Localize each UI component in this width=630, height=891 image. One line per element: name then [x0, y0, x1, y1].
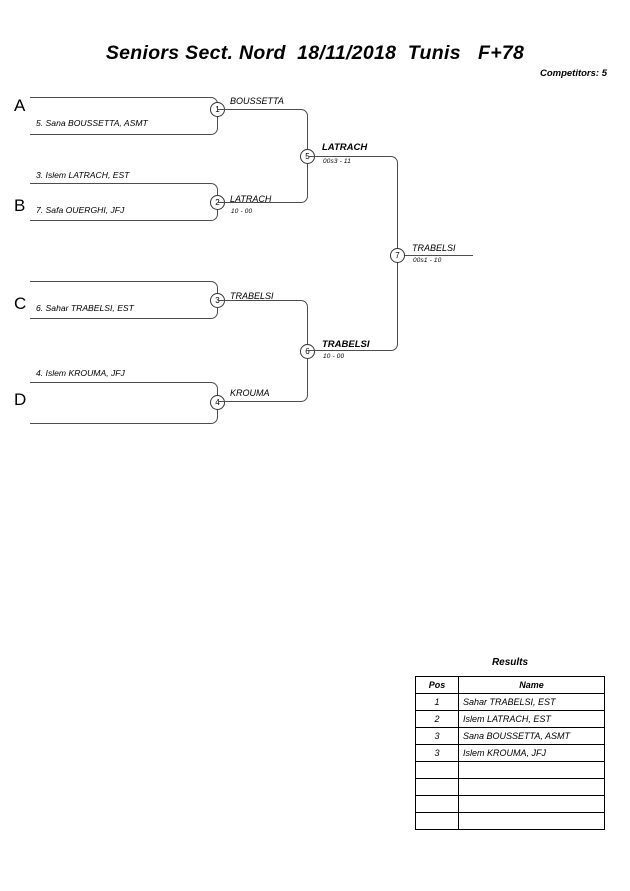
group-letter-d: D — [14, 390, 27, 409]
result-name — [458, 812, 605, 830]
match-2-score: 10 - 00 — [231, 208, 253, 215]
table-row — [415, 812, 605, 830]
table-row: 3 Islem KROUMA, JFJ — [415, 744, 605, 762]
semifinal-6-connector — [218, 300, 308, 402]
result-pos — [415, 778, 459, 796]
result-name — [458, 761, 605, 779]
results-header-row: Pos Name — [415, 676, 605, 694]
result-name: Sana BOUSSETTA, ASMT — [458, 727, 605, 745]
table-row — [415, 795, 605, 813]
match-5-score: 00s3 - 11 — [323, 158, 351, 165]
table-row: 3 Sana BOUSSETTA, ASMT — [415, 727, 605, 745]
table-row — [415, 761, 605, 779]
group-d-connector — [30, 382, 218, 424]
result-name — [458, 795, 605, 813]
match-5-winner: LATRACH — [322, 142, 368, 153]
group-letter-a: A — [14, 96, 26, 115]
match-4-winner: KROUMA — [230, 388, 270, 398]
group-b-connector — [30, 183, 218, 221]
group-letter-b: B — [14, 196, 26, 215]
result-name — [458, 778, 605, 796]
match-1-winner: BOUSSETTA — [230, 96, 284, 106]
group-c-connector — [30, 281, 218, 319]
result-name: Sahar TRABELSI, EST — [458, 693, 605, 711]
final-winner-line — [405, 255, 473, 256]
match-2-winner: LATRACH — [230, 194, 272, 204]
results-body: 1 Sahar TRABELSI, EST 2 Islem LATRACH, E… — [415, 693, 605, 830]
semifinal-5-connector — [218, 109, 308, 203]
results-title: Results — [491, 657, 529, 668]
player-b-1: 7. Safa OUERGHI, JFJ — [36, 205, 125, 215]
match-6-score: 10 - 00 — [323, 353, 345, 360]
result-pos: 3 — [415, 727, 459, 745]
match-node-7[interactable]: 7 — [390, 248, 405, 263]
match-6-winner: TRABELSI — [322, 339, 370, 350]
player-a-1: 5. Sana BOUSSETTA, ASMT — [36, 118, 148, 128]
result-name: Islem KROUMA, JFJ — [458, 744, 605, 762]
page-title: Seniors Sect. Nord 18/11/2018 Tunis F+78 — [105, 42, 525, 64]
result-pos — [415, 761, 459, 779]
results-table: Pos Name 1 Sahar TRABELSI, EST 2 Islem L… — [415, 676, 605, 830]
table-row: 1 Sahar TRABELSI, EST — [415, 693, 605, 711]
match-7-winner: TRABELSI — [412, 243, 456, 253]
player-c-1: 6. Sahar TRABELSI, EST — [36, 303, 134, 313]
final-connector — [308, 156, 398, 351]
group-a-connector — [30, 97, 218, 135]
table-row: 2 Islem LATRACH, EST — [415, 710, 605, 728]
result-pos: 2 — [415, 710, 459, 728]
match-3-winner: TRABELSI — [230, 291, 274, 301]
player-d-0: 4. Islem KROUMA, JFJ — [36, 368, 125, 378]
result-pos: 1 — [415, 693, 459, 711]
results-col-name: Name — [458, 676, 605, 694]
match-7-score: 00s1 - 10 — [413, 257, 442, 264]
table-row — [415, 778, 605, 796]
result-name: Islem LATRACH, EST — [458, 710, 605, 728]
player-b-0: 3. Islem LATRACH, EST — [36, 170, 130, 180]
result-pos: 3 — [415, 744, 459, 762]
result-pos — [415, 812, 459, 830]
result-pos — [415, 795, 459, 813]
results-col-pos: Pos — [415, 676, 459, 694]
group-letter-c: C — [14, 294, 27, 313]
competitors-count: Competitors: 5 — [539, 68, 607, 79]
